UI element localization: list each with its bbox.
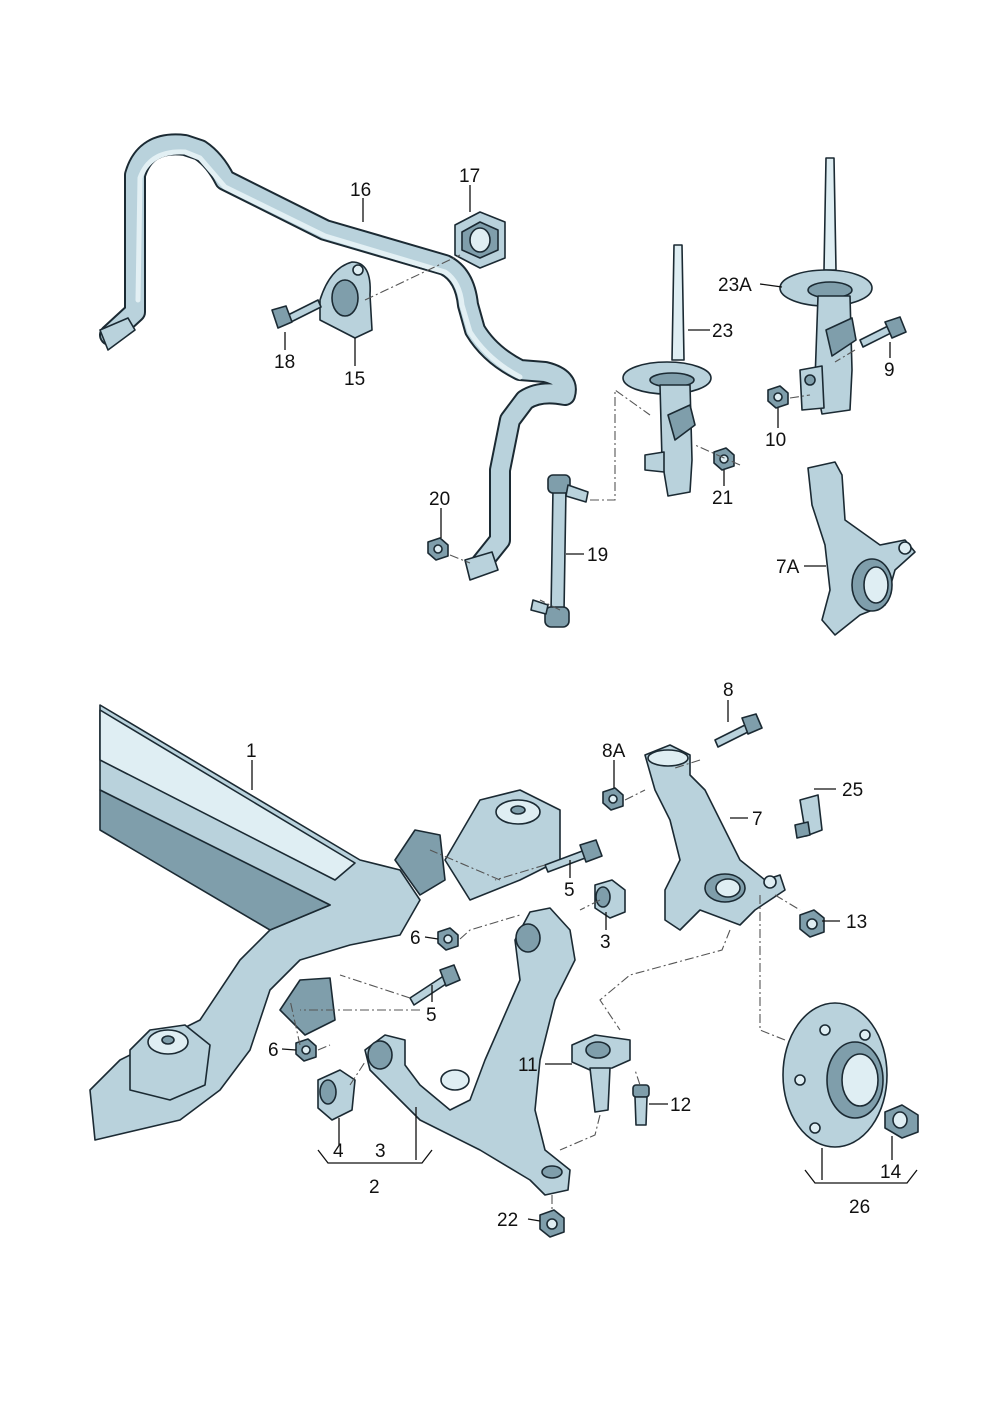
strut-mount-nut bbox=[767, 385, 789, 409]
label-1: 1 bbox=[246, 741, 257, 762]
knuckle-bolt bbox=[714, 713, 763, 748]
label-6-lower: 6 bbox=[268, 1040, 279, 1061]
subframe-bolt-upper bbox=[544, 839, 603, 873]
label-19: 19 bbox=[587, 545, 608, 566]
label-26: 26 bbox=[849, 1197, 870, 1218]
wheel-hub bbox=[782, 1002, 888, 1148]
part-labels: 16 17 18 15 20 19 23 21 23A 9 10 7A 1 8 … bbox=[246, 166, 902, 1231]
link-nut bbox=[427, 537, 449, 561]
label-18: 18 bbox=[274, 352, 295, 373]
subframe-nut-upper bbox=[437, 927, 459, 951]
stabilizer-link bbox=[530, 474, 589, 628]
hub-nut bbox=[884, 1104, 919, 1139]
label-5-upper: 5 bbox=[564, 880, 575, 901]
label-6-upper: 6 bbox=[410, 928, 421, 949]
label-4: 4 bbox=[333, 1141, 344, 1162]
label-20: 20 bbox=[429, 489, 450, 510]
label-23a: 23A bbox=[718, 275, 752, 296]
label-10: 10 bbox=[765, 430, 786, 451]
label-21: 21 bbox=[712, 488, 733, 509]
label-17: 17 bbox=[459, 166, 480, 187]
ball-joint-bolt bbox=[632, 1084, 650, 1126]
sensor-plate bbox=[794, 794, 823, 839]
label-9: 9 bbox=[884, 360, 895, 381]
ball-joint bbox=[571, 1034, 631, 1113]
stabilizer-clamp bbox=[319, 261, 373, 339]
label-3-arm: 3 bbox=[375, 1141, 386, 1162]
label-15: 15 bbox=[344, 369, 365, 390]
label-8: 8 bbox=[723, 680, 734, 701]
label-11: 11 bbox=[518, 1055, 538, 1076]
label-7a: 7A bbox=[776, 557, 800, 578]
label-16: 16 bbox=[350, 180, 371, 201]
shock-absorber bbox=[622, 244, 712, 497]
subframe bbox=[89, 704, 561, 1141]
shock-absorber-alt bbox=[779, 157, 873, 415]
label-25: 25 bbox=[842, 780, 863, 801]
strut-nut bbox=[713, 447, 735, 471]
leader-lines bbox=[251, 185, 918, 1222]
label-23: 23 bbox=[712, 321, 733, 342]
label-14: 14 bbox=[880, 1162, 902, 1183]
wheel-bearing-housing-alt bbox=[807, 461, 916, 636]
wheel-bearing-housing bbox=[644, 744, 786, 931]
strut-bolt bbox=[859, 316, 907, 348]
label-13: 13 bbox=[846, 912, 867, 933]
subframe-nut-lower bbox=[295, 1038, 317, 1062]
ball-joint-nut bbox=[539, 1209, 565, 1238]
label-12: 12 bbox=[670, 1095, 691, 1116]
stabilizer-bar bbox=[99, 133, 577, 581]
subframe-bolt-lower bbox=[409, 964, 461, 1006]
stabilizer-bushing bbox=[454, 211, 506, 269]
label-5-lower: 5 bbox=[426, 1005, 437, 1026]
label-7: 7 bbox=[752, 809, 763, 830]
clamp-bolt bbox=[271, 299, 322, 329]
label-22: 22 bbox=[497, 1210, 518, 1231]
label-3-bushing: 3 bbox=[600, 932, 611, 953]
control-arm-bushing-rear bbox=[317, 1069, 356, 1121]
control-arm bbox=[364, 907, 576, 1196]
assembly-lines bbox=[289, 254, 856, 1210]
label-2: 2 bbox=[369, 1177, 380, 1198]
control-arm-bushing-front bbox=[594, 879, 626, 919]
label-8a: 8A bbox=[602, 741, 626, 762]
knuckle-nut bbox=[602, 787, 624, 811]
knuckle-pinch-nut bbox=[799, 909, 825, 938]
